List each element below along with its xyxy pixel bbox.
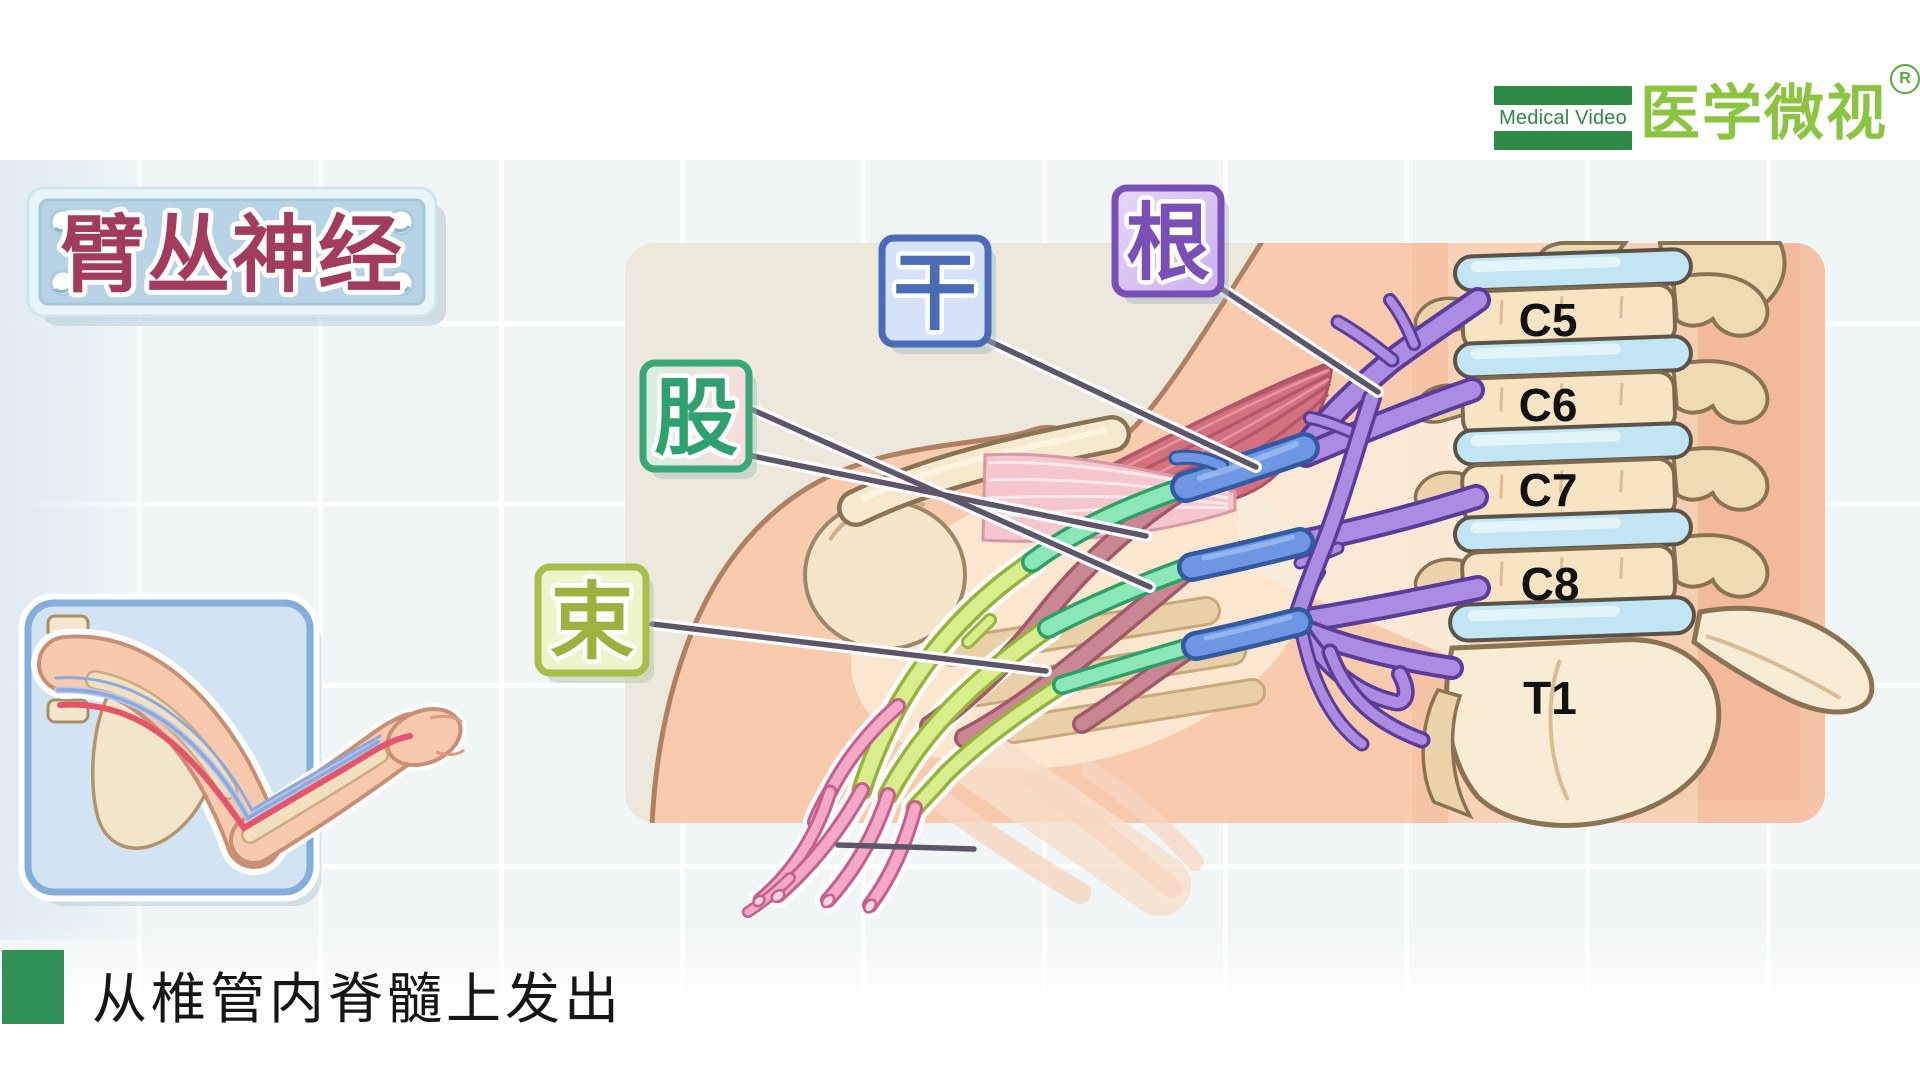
brachial-plexus — [742, 287, 1491, 918]
cervical-spine: C5 C6 C7 C8 T1 — [1413, 241, 1875, 828]
logo-top-bar — [1494, 86, 1632, 105]
logo-brand-text: 医学微视 — [1640, 80, 1888, 147]
spine-label-c8: C8 — [1521, 558, 1580, 610]
spine-level-labels: C5 C6 C7 C8 T1 — [1519, 294, 1580, 724]
page-title: 臂丛神经 — [60, 208, 404, 302]
logo-tagline: Medical Video — [1499, 107, 1627, 129]
leader-lines — [646, 283, 1384, 852]
logo-badge: Medical Video — [1494, 86, 1632, 150]
anatomy-label-badges: 根 干 股 束 — [534, 184, 1229, 683]
label-cord-text: 束 — [550, 575, 634, 669]
faded-arm-shadow — [929, 729, 1204, 916]
corner-screw-icons — [49, 208, 415, 297]
t1-vertebra — [1444, 637, 1722, 828]
descending-nerve-strand — [1286, 388, 1431, 752]
label-cord: 束 — [534, 563, 654, 683]
registered-trademark-icon: R — [1890, 64, 1920, 94]
spine-label-t1: T1 — [1523, 672, 1577, 724]
title-badge: 臂丛神经 — [26, 186, 446, 326]
bottom-white-fade — [0, 920, 1920, 1080]
nerve-cords — [851, 551, 1072, 818]
spine-label-c5: C5 — [1519, 294, 1578, 346]
inset-nerves-artery — [54, 676, 413, 833]
subtitle-caption: 从椎管内脊髓上发出 — [0, 944, 1920, 1034]
label-division: 股 — [639, 359, 757, 479]
first-rib-bone — [1691, 605, 1875, 715]
logo-bottom-bar — [1494, 131, 1632, 150]
caption-bullet-icon — [2, 950, 64, 1024]
label-trunk: 干 — [878, 234, 996, 354]
anterior-divisions — [1021, 475, 1206, 695]
brand-logo: Medical Video 医学微视 R — [1494, 64, 1920, 150]
label-trunk-text: 干 — [893, 246, 977, 340]
label-root: 根 — [1111, 184, 1229, 304]
spine-label-c7: C7 — [1519, 464, 1578, 516]
arm-inset — [18, 593, 467, 906]
caption-text: 从椎管内脊髓上发出 — [92, 968, 624, 1030]
label-division-text: 股 — [654, 371, 738, 465]
spine-label-c6: C6 — [1519, 379, 1578, 431]
nerve-roots — [1283, 287, 1491, 680]
label-root-text: 根 — [1126, 196, 1210, 290]
terminal-branches — [742, 698, 923, 918]
